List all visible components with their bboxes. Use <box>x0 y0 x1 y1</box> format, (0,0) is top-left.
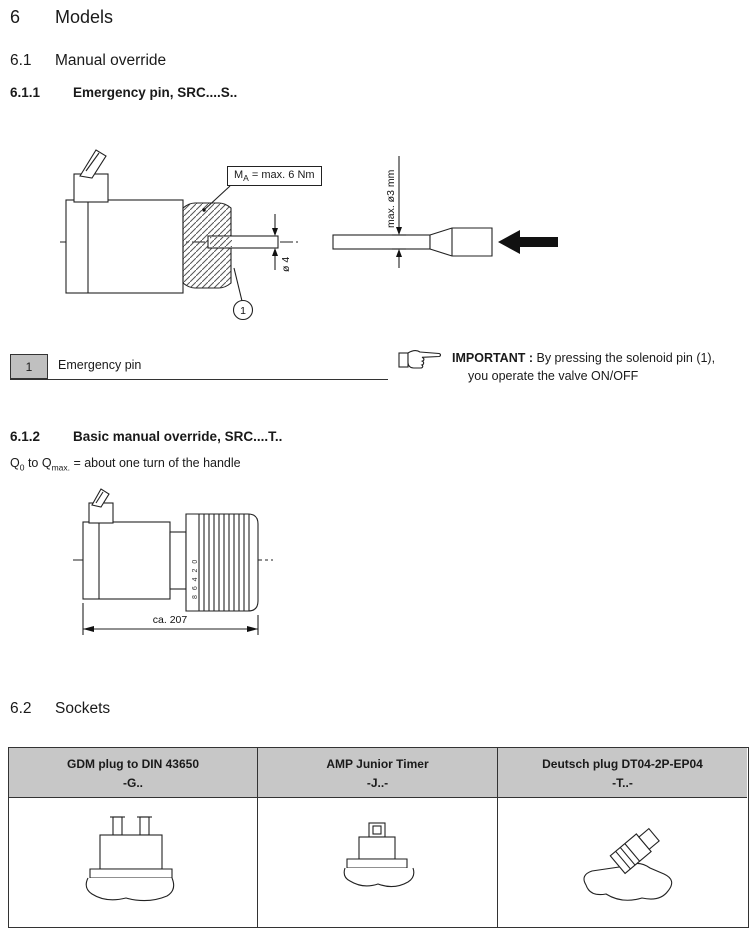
socket-code: -T..- <box>612 775 633 790</box>
socket-cell-amp <box>258 798 498 927</box>
section-6-1-heading: 6.1 Manual override <box>10 52 166 70</box>
q-sub-0: 0 <box>19 462 25 473</box>
socket-title: AMP Junior Timer <box>326 757 429 771</box>
socket-cell-gdm <box>9 798 258 927</box>
section-title: Sockets <box>55 700 111 717</box>
section-number: 6.1 <box>10 52 32 69</box>
solenoid-coil <box>82 488 171 600</box>
section-number: 6.1.2 <box>10 429 41 444</box>
note-rest: = about one turn of the handle <box>69 456 241 470</box>
important-note: IMPORTANT : By pressing the solenoid pin… <box>452 349 752 385</box>
section-title: Manual override <box>55 52 167 69</box>
socket-cell-deutsch <box>498 798 747 927</box>
gdm-plug-drawing <box>85 816 175 902</box>
socket-code: -J..- <box>366 775 389 790</box>
max-diameter-dimension: max. ø3 mm <box>385 156 406 268</box>
push-rod <box>332 227 493 257</box>
section-6-1-2-heading: 6.1.2 Basic manual override, SRC....T.. <box>10 429 282 444</box>
section-title: Basic manual override, SRC....T.. <box>73 429 283 444</box>
solenoid-coil <box>65 149 184 294</box>
section-6-2-heading: 6.2 Sockets <box>10 700 110 718</box>
emergency-pin <box>207 235 279 249</box>
legend-row: 1 Emergency pin <box>10 354 388 380</box>
socket-title: Deutsch plug DT04-2P-EP04 <box>542 757 703 771</box>
q-symbol: Q <box>10 456 20 470</box>
socket-col-amp-header: AMP Junior Timer -J..- <box>258 748 498 798</box>
amp-junior-timer-drawing <box>343 822 414 888</box>
section-title: Emergency pin, SRC....S.. <box>73 85 238 100</box>
pin-diameter-dimension: ø 4 <box>272 214 292 272</box>
callout-1: 1 <box>232 267 254 321</box>
socket-title: GDM plug to DIN 43650 <box>66 757 200 771</box>
knob-scale-numbers: 8 6 4 2 0 <box>192 558 199 599</box>
knurled-knob: 8 6 4 2 0 <box>169 513 259 612</box>
sockets-table: GDM plug to DIN 43650 -G.. AMP Junior Ti… <box>8 747 749 928</box>
important-line2: you operate the valve ON/OFF <box>468 369 639 384</box>
legend-number: 1 <box>10 354 48 379</box>
torque-label: MA = max. 6 Nm <box>227 166 322 187</box>
section-number: 6 <box>10 7 21 27</box>
legend-label: Emergency pin <box>58 358 142 372</box>
section-number: 6.1.1 <box>10 85 41 100</box>
note-mid: to Q <box>24 456 52 470</box>
section-title: Models <box>55 7 114 27</box>
length-dimension: ca. 207 <box>82 603 259 635</box>
torque-leader <box>202 185 231 212</box>
section-6-heading: 6 Models <box>10 7 113 28</box>
q-sub-max: max. <box>51 462 70 473</box>
emergency-pin-drawing: ø 4 1 max. ø3 mm <box>60 149 558 321</box>
length-dimension-label: ca. 207 <box>153 614 188 626</box>
torque-sub: A <box>243 173 249 184</box>
pin-diameter-label: ø 4 <box>280 257 292 272</box>
pointing-hand-icon <box>398 350 442 369</box>
section-6-1-1-heading: 6.1.1 Emergency pin, SRC....S.. <box>10 85 237 100</box>
socket-col-deutsch-header: Deutsch plug DT04-2P-EP04 -T..- <box>498 748 747 798</box>
push-arrow-icon <box>498 230 558 254</box>
torque-base: M <box>234 169 244 181</box>
manual-override-handle-drawing: 8 6 4 2 0 ca. 207 <box>73 488 273 635</box>
handle-turn-note: Q0 to Qmax. = about one turn of the hand… <box>10 456 241 473</box>
deutsch-plug-drawing <box>582 827 672 901</box>
torque-rest: = max. 6 Nm <box>248 169 315 181</box>
socket-code: -G.. <box>123 775 143 790</box>
hex-nut <box>182 202 232 289</box>
section-number: 6.2 <box>10 700 32 717</box>
max-diameter-label: max. ø3 mm <box>385 169 397 228</box>
callout-number: 1 <box>240 305 246 317</box>
important-line1: By pressing the solenoid pin (1), <box>536 351 716 365</box>
socket-col-gdm-header: GDM plug to DIN 43650 -G.. <box>9 748 258 798</box>
important-keyword: IMPORTANT : <box>452 351 534 365</box>
